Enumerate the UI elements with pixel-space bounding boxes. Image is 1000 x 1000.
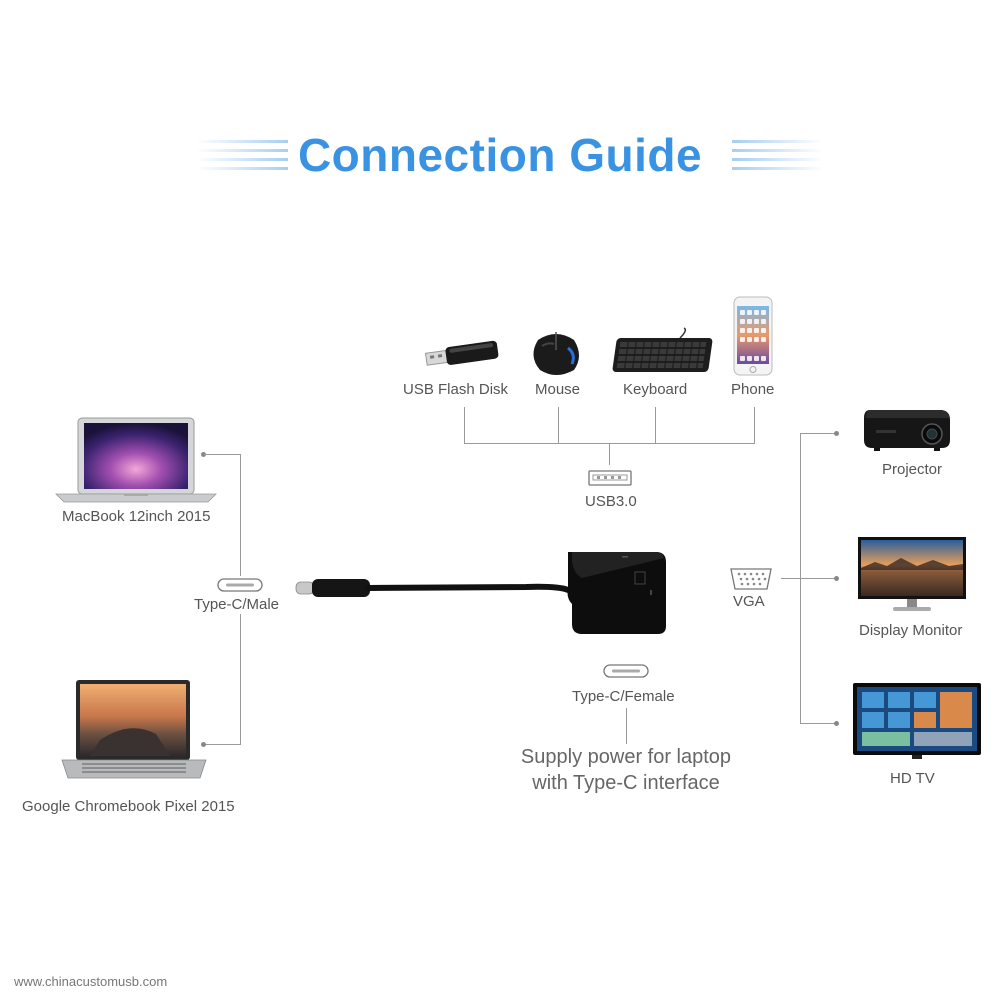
type-c-female-connector-line bbox=[626, 708, 627, 744]
display-connector-line bbox=[800, 723, 836, 724]
macbook-laptop-icon bbox=[55, 417, 217, 503]
laptop-connector-line bbox=[204, 744, 241, 745]
laptop-connector-line bbox=[204, 454, 241, 455]
type-c-female-label: Type-C/Female bbox=[572, 688, 675, 705]
vga-connector-line bbox=[781, 578, 801, 579]
vga-port-icon bbox=[730, 568, 772, 590]
type-c-female-port-icon bbox=[603, 664, 649, 678]
connector-dot bbox=[201, 452, 206, 457]
supply-power-note-line-1: Supply power for laptop bbox=[520, 746, 732, 768]
page-title: Connection Guide bbox=[297, 129, 703, 181]
supply-power-note: Supply power for laptop with Type-C inte… bbox=[476, 744, 776, 796]
hd-tv-icon bbox=[853, 683, 981, 759]
projector-icon bbox=[864, 410, 950, 451]
keyboard-icon bbox=[612, 327, 713, 372]
footer-watermark: www.chinacustomusb.com bbox=[14, 974, 168, 989]
display-connector-line bbox=[800, 578, 836, 579]
connector-dot bbox=[834, 431, 839, 436]
laptop-connector-line bbox=[240, 454, 241, 576]
type-c-male-label: Type-C/Male bbox=[194, 596, 280, 613]
type-c-male-port-icon bbox=[217, 578, 263, 592]
usb-port-icon bbox=[588, 470, 632, 486]
connector-dot bbox=[201, 742, 206, 747]
usb-flash-disk-label: USB Flash Disk bbox=[403, 381, 509, 398]
hd-tv-label: HD TV bbox=[890, 770, 935, 787]
usb-c-adapter-icon bbox=[295, 552, 666, 634]
title-decoration-right bbox=[732, 140, 824, 176]
title-decoration-left bbox=[196, 140, 288, 176]
usb-port-label: USB3.0 bbox=[585, 493, 637, 510]
vga-label: VGA bbox=[733, 593, 765, 610]
usb-connector-line bbox=[464, 407, 465, 443]
phone-label: Phone bbox=[731, 381, 775, 398]
mouse-label: Mouse bbox=[535, 381, 581, 398]
chromebook-label: Google Chromebook Pixel 2015 bbox=[22, 798, 235, 815]
display-connector-line bbox=[800, 433, 836, 434]
display-monitor-icon bbox=[858, 537, 966, 611]
keyboard-label: Keyboard bbox=[623, 381, 688, 398]
phone-icon bbox=[733, 296, 773, 376]
connector-dot bbox=[834, 721, 839, 726]
laptop-connector-line bbox=[240, 614, 241, 745]
usb-connector-line bbox=[655, 407, 656, 443]
supply-power-note-line-2: with Type-C interface bbox=[532, 772, 720, 794]
connector-dot bbox=[834, 576, 839, 581]
macbook-label: MacBook 12inch 2015 bbox=[62, 508, 211, 525]
usb-connector-line bbox=[558, 407, 559, 443]
usb-connector-line bbox=[609, 443, 610, 465]
display-monitor-label: Display Monitor bbox=[859, 622, 963, 639]
usb-flash-disk-icon bbox=[424, 340, 499, 366]
projector-label: Projector bbox=[882, 461, 943, 478]
usb-connector-line bbox=[754, 407, 755, 443]
chromebook-laptop-icon bbox=[61, 680, 207, 779]
mouse-icon bbox=[533, 332, 579, 375]
